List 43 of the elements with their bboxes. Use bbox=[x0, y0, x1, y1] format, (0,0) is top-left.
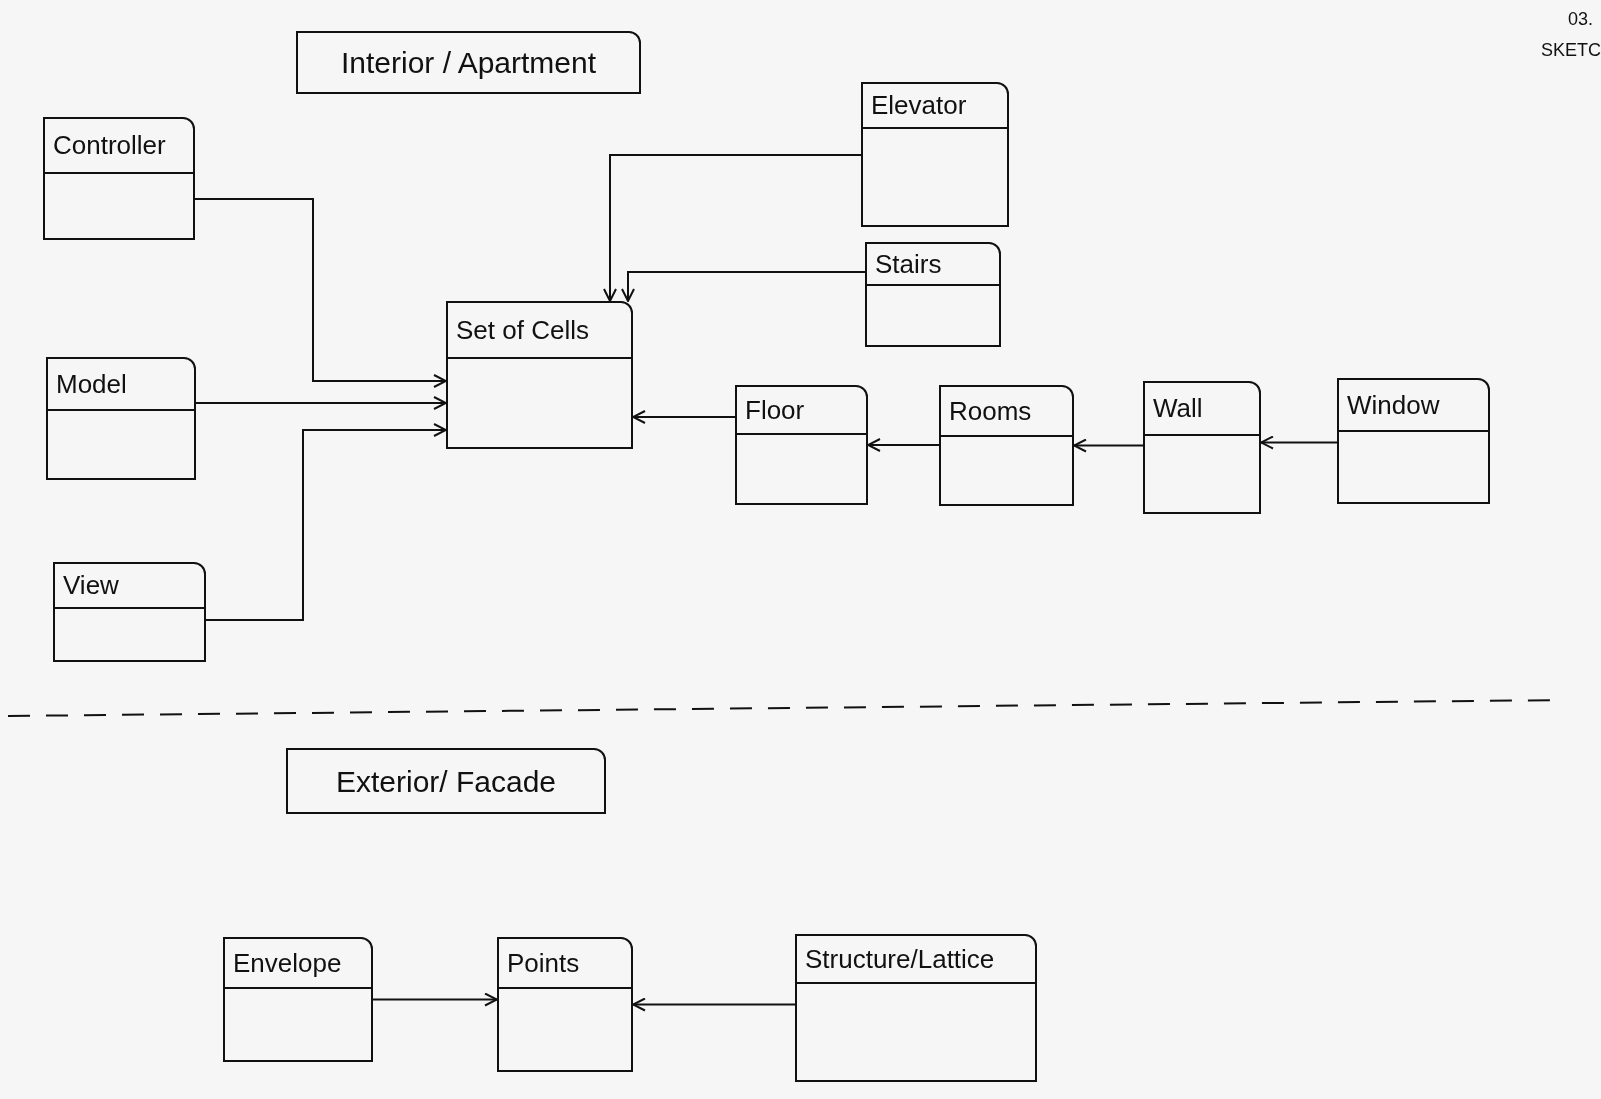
section-title: Interior / Apartment bbox=[340, 45, 597, 81]
section-title-box bbox=[296, 31, 641, 94]
class-name: Structure/Lattice bbox=[805, 942, 995, 976]
arrow bbox=[603, 154, 862, 302]
class-box bbox=[1337, 378, 1490, 504]
arrow bbox=[195, 396, 447, 410]
class-box bbox=[497, 937, 633, 1072]
arrow bbox=[632, 997, 796, 1012]
class-name: View bbox=[63, 569, 119, 602]
class-box bbox=[735, 385, 868, 505]
class-name: Model bbox=[56, 367, 127, 401]
section-title-box bbox=[286, 748, 606, 814]
class-box bbox=[446, 301, 633, 449]
arrow bbox=[372, 992, 498, 1007]
class-name: Elevator bbox=[871, 89, 967, 122]
class-name: Controller bbox=[53, 129, 166, 162]
arrow bbox=[1073, 438, 1144, 453]
arrow bbox=[867, 438, 940, 452]
arrow bbox=[1260, 435, 1338, 450]
class-box bbox=[223, 937, 373, 1062]
class-box bbox=[861, 82, 1009, 227]
class-name: Floor bbox=[745, 393, 805, 427]
arrow bbox=[632, 410, 736, 424]
class-box bbox=[1143, 381, 1261, 514]
sheet-note: 03. bbox=[1567, 8, 1594, 31]
arrow bbox=[205, 423, 447, 621]
class-box bbox=[46, 357, 196, 480]
class-name: Points bbox=[507, 946, 580, 980]
class-name: Set of Cells bbox=[456, 313, 589, 347]
class-name: Rooms bbox=[949, 394, 1032, 428]
class-box bbox=[865, 242, 1001, 347]
class-name: Wall bbox=[1153, 392, 1203, 425]
class-box bbox=[53, 562, 206, 662]
class-name: Window bbox=[1347, 388, 1440, 422]
section-title: Exterior/ Facade bbox=[335, 763, 557, 800]
arrow bbox=[194, 198, 447, 388]
class-box bbox=[43, 117, 195, 240]
arrow bbox=[621, 271, 866, 302]
class-name: Stairs bbox=[875, 247, 942, 281]
class-name: Envelope bbox=[233, 946, 342, 980]
sheet-note: SKETC bbox=[1541, 39, 1601, 62]
class-box bbox=[795, 934, 1037, 1082]
class-box bbox=[939, 385, 1074, 506]
